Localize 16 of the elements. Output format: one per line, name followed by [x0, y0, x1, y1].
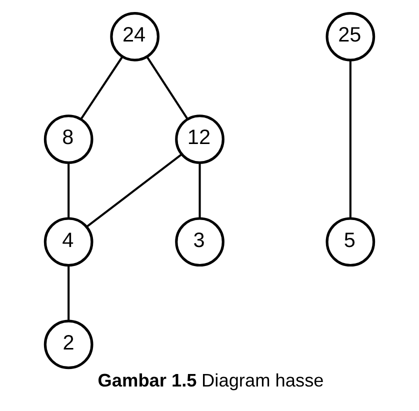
node-circle: 3 [175, 217, 224, 267]
connector [86, 154, 182, 228]
connector [146, 56, 188, 120]
node-circle: 8 [44, 114, 94, 164]
connector [198, 162, 201, 218]
node-circle: 2 [44, 320, 94, 370]
caption: Gambar 1.5 Diagram hasse [98, 370, 324, 390]
node-circle: 4 [44, 217, 94, 267]
node-circle: 5 [326, 217, 376, 267]
connector [349, 60, 352, 218]
node-circle: 25 [326, 12, 376, 62]
node-circle: 12 [175, 114, 224, 164]
connector [80, 56, 124, 120]
connector [68, 162, 70, 218]
node-circle: 24 [110, 12, 160, 62]
connector [68, 265, 70, 322]
